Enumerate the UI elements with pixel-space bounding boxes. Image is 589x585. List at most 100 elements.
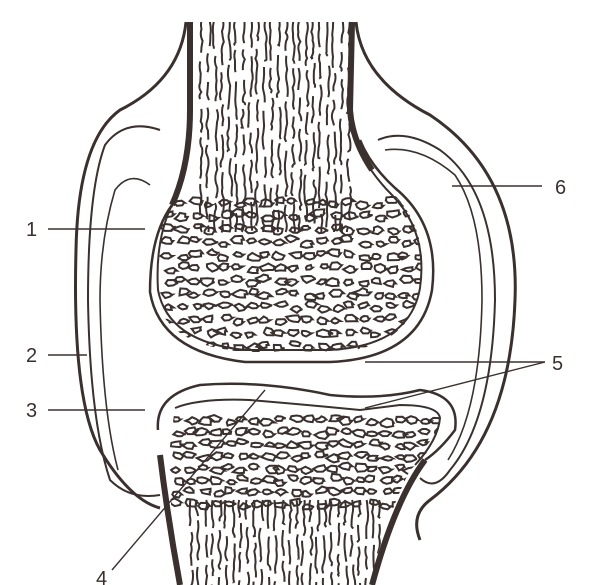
trabecula-line <box>191 532 193 566</box>
trabecula-line <box>299 98 301 122</box>
trabecula-blob <box>204 303 217 309</box>
trabecula-blob <box>354 288 371 295</box>
trabecula-line <box>292 144 295 167</box>
trabecula-blob <box>275 301 288 307</box>
trabecula-blob <box>410 224 424 231</box>
trabecula-blob <box>403 455 417 462</box>
trabecula-line <box>278 143 281 175</box>
trabecula-blob <box>225 487 233 494</box>
trabecula-line <box>285 102 287 142</box>
trabecula-blob <box>360 211 372 218</box>
trabecula-blob <box>285 279 297 286</box>
trabecula-line <box>218 530 221 569</box>
trabecula-blob <box>224 453 234 458</box>
trabecula-blob <box>388 266 398 273</box>
trabecula-blob <box>409 500 421 508</box>
label-1: 1 <box>26 219 37 241</box>
trabecula-blob <box>304 345 314 350</box>
trabecula-blob <box>174 201 184 206</box>
trabecula-blob <box>274 480 285 486</box>
trabecula-line <box>201 20 203 53</box>
trabecula-blob <box>204 228 215 235</box>
trabecula-blob <box>251 443 263 448</box>
trabecula-blob <box>392 476 403 483</box>
trabecula-line <box>299 169 301 210</box>
trabecula-line <box>289 540 291 564</box>
trabecula-blob <box>194 304 204 310</box>
trabecula-blob <box>260 264 277 271</box>
trabecula-blob <box>297 442 313 449</box>
trabecula-blob <box>367 456 379 461</box>
trabecula-blob <box>378 431 392 436</box>
trabecula-blob <box>274 443 286 448</box>
trabecula-blob <box>256 275 272 282</box>
trabecula-blob <box>315 451 328 457</box>
trabecula-blob <box>194 224 205 228</box>
trabecula-blob <box>361 328 371 334</box>
trabecula-line <box>241 109 243 128</box>
trabecula-blob <box>175 213 188 221</box>
trabecula-line <box>333 73 335 91</box>
trabecula-line <box>299 129 301 161</box>
trabecula-blob <box>331 212 343 219</box>
trabecula-blob <box>234 319 244 326</box>
trabecula-blob <box>342 198 355 205</box>
trabecula-blob <box>292 490 302 497</box>
trabecula-blob <box>232 264 243 269</box>
trabecula-blob <box>275 197 285 203</box>
trabecula-blob <box>165 268 177 274</box>
trabecula-line <box>347 159 349 182</box>
trabecula-line <box>298 20 300 61</box>
trabecula-blob <box>203 316 213 323</box>
trabecula-blob <box>301 241 314 248</box>
leader-line-5b <box>365 362 545 408</box>
trabecula-blob <box>381 456 393 460</box>
trabecula-blob <box>275 416 286 421</box>
trabecula-line <box>341 175 342 194</box>
trabecula-blob <box>236 428 250 435</box>
trabecula-blob <box>304 415 315 422</box>
trabecula-line <box>318 500 320 531</box>
trabecula-blob <box>276 289 289 295</box>
trabecula-line <box>240 523 242 548</box>
trabecula-blob <box>330 262 342 269</box>
trabecula-blob <box>418 346 426 351</box>
trabecula-blob <box>214 490 225 496</box>
trabecula-blob <box>211 452 223 460</box>
trabecula-blob <box>186 417 199 424</box>
trabecula-blob <box>321 264 330 268</box>
trabecula-blob <box>291 306 303 313</box>
trabecula-line <box>230 201 231 228</box>
trabecula-blob <box>234 304 246 311</box>
trabecula-line <box>245 500 246 520</box>
trabecula-blob <box>178 319 189 324</box>
trabecula-blob <box>210 468 224 475</box>
trabecula-line <box>215 56 217 101</box>
trabecula-blob <box>291 499 301 506</box>
trabecula-blob <box>288 330 299 336</box>
trabecula-blob <box>178 304 187 309</box>
trabecula-blob <box>178 255 189 260</box>
trabecula-blob <box>263 489 274 494</box>
trabecula-line <box>235 124 237 157</box>
trabecula-line <box>309 500 311 522</box>
trabecula-blob <box>222 315 233 321</box>
trabecula-line <box>315 537 317 574</box>
trabecula-blob <box>379 467 392 474</box>
trabecula-blob <box>203 290 217 297</box>
trabecula-blob <box>211 477 223 485</box>
trabecula-blob <box>344 250 353 257</box>
trabecula-blob <box>272 252 285 260</box>
trabecula-blob <box>357 229 371 235</box>
trabecula-line <box>323 578 324 585</box>
trabecula-blob <box>331 474 344 481</box>
trabecula-blob <box>173 226 189 232</box>
trabecula-line <box>268 500 269 529</box>
trabecula-line <box>340 52 342 71</box>
trabecula-blob <box>380 504 392 510</box>
trabecula-line <box>212 559 213 576</box>
trabecula-blob <box>340 235 353 242</box>
trabecula-blob <box>371 333 381 338</box>
trabecula-line <box>206 145 209 188</box>
trabecula-blob <box>249 429 261 435</box>
